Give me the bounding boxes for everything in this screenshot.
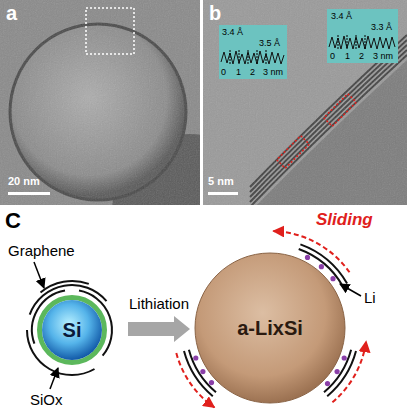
profile-inset xyxy=(230,50,266,65)
profile-inset xyxy=(257,50,258,65)
part-label: Li xyxy=(364,289,376,306)
panel-letter: C xyxy=(5,208,21,233)
profile-inset xyxy=(365,35,366,50)
process-label: Lithiation xyxy=(129,295,189,312)
measure-box xyxy=(277,136,310,169)
scale-bar xyxy=(208,192,238,195)
axis-tick: 0 xyxy=(221,67,226,77)
leader-line xyxy=(50,368,58,389)
part-label: SiOx xyxy=(30,391,63,408)
alloy-sphere xyxy=(195,253,345,403)
axis-tick: 0 xyxy=(330,51,335,61)
leader-line xyxy=(34,262,44,288)
panel-letter: b xyxy=(209,2,221,25)
panel-letter: a xyxy=(6,2,17,25)
axis-tick: 1 xyxy=(345,51,350,61)
axis-tick: 3 nm xyxy=(263,67,283,77)
lattice-spacing: 3.5 Å xyxy=(259,38,280,48)
scale-bar xyxy=(8,192,50,195)
process-arrow xyxy=(128,316,190,342)
axis-tick: 3 nm xyxy=(373,51,393,61)
part-label: Graphene xyxy=(8,242,75,259)
scale-bar-label: 20 nm xyxy=(8,175,40,188)
sliding-arrow xyxy=(176,231,366,407)
lithium-dot xyxy=(305,255,310,260)
oxide-layer xyxy=(40,298,105,363)
profile-inset xyxy=(327,9,398,63)
lithium-dot xyxy=(335,369,340,374)
scale-bar-label: 5 nm xyxy=(208,175,234,188)
tem-image-a xyxy=(0,0,200,205)
node-text: Si xyxy=(63,319,82,342)
measure-box xyxy=(324,94,357,127)
tem-image-a xyxy=(0,0,200,205)
graphene-shell xyxy=(41,281,89,293)
lithium-dot xyxy=(200,369,205,374)
graphene-shell xyxy=(27,281,112,375)
profile-inset xyxy=(219,25,287,79)
axis-tick: 1 xyxy=(236,67,241,77)
zoom-box xyxy=(86,8,134,54)
profile-inset xyxy=(329,36,395,49)
axis-tick: 2 xyxy=(250,67,255,77)
tem-image-b xyxy=(203,0,407,205)
lattice-spacing: 3.4 Å xyxy=(222,27,243,37)
lithiated-particle: a-LixSi xyxy=(194,252,346,404)
lithium-dot xyxy=(325,381,330,386)
profile-inset xyxy=(239,50,240,65)
tem-image-b xyxy=(203,0,407,205)
profile-inset xyxy=(221,51,284,64)
profile-inset xyxy=(356,35,357,50)
silicon-core xyxy=(42,300,102,360)
motion-label: Sliding xyxy=(316,210,373,230)
tem-image-a xyxy=(0,0,200,205)
profile-inset xyxy=(327,9,398,63)
profile-inset xyxy=(266,50,267,65)
profile-inset xyxy=(338,35,339,50)
lithium-dot xyxy=(209,380,214,385)
profile-inset xyxy=(347,35,348,50)
silicon-particle: Si xyxy=(20,278,124,382)
axis-tick: 2 xyxy=(359,51,364,61)
profile-inset xyxy=(219,25,287,79)
profile-inset xyxy=(338,35,365,50)
leader-line xyxy=(340,284,361,296)
lithium-dot xyxy=(319,264,324,269)
lithium-dot xyxy=(342,355,347,360)
profile-inset xyxy=(248,50,249,65)
lattice-spacing: 3.3 Å xyxy=(371,22,392,32)
node-text: a-LixSi xyxy=(237,317,303,340)
lithium-dot xyxy=(330,276,335,281)
profile-inset xyxy=(230,50,231,65)
lithium-dot xyxy=(193,355,198,360)
tem-image-b xyxy=(203,0,407,205)
lattice-spacing: 3.4 Å xyxy=(331,11,352,21)
